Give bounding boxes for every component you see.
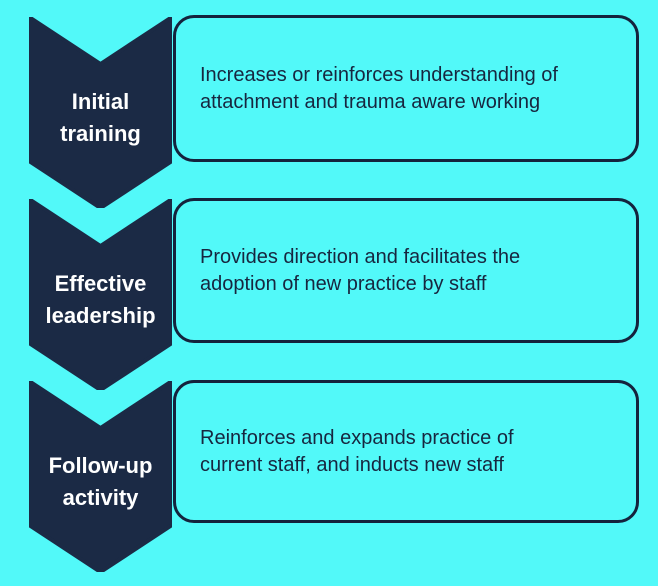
description-text-initial-training: Increases or reinforces understanding of… <box>200 63 558 113</box>
chevron-banner-initial-training: Initial training <box>29 17 172 208</box>
description-text-effective-leadership: Provides direction and facilitates the a… <box>200 245 521 295</box>
chevron-down-shape <box>29 381 172 572</box>
chevron-label-follow-up-activity: Follow-up activity <box>48 452 153 510</box>
chevron-down-shape <box>29 17 172 208</box>
description-text-follow-up-activity: Reinforces and expands practice of curre… <box>200 426 514 476</box>
chevron-banner-effective-leadership: Effective leadership <box>29 199 172 390</box>
description-box-effective-leadership: Provides direction and facilitates the a… <box>173 198 639 343</box>
chevron-down-shape <box>29 199 172 390</box>
chevron-label-initial-training: Initial training <box>60 88 141 146</box>
description-box-initial-training: Increases or reinforces understanding of… <box>173 15 639 162</box>
chevron-banner-follow-up-activity: Follow-up activity <box>29 381 172 572</box>
chevron-label-effective-leadership: Effective leadership <box>45 270 156 328</box>
description-box-follow-up-activity: Reinforces and expands practice of curre… <box>173 380 639 523</box>
